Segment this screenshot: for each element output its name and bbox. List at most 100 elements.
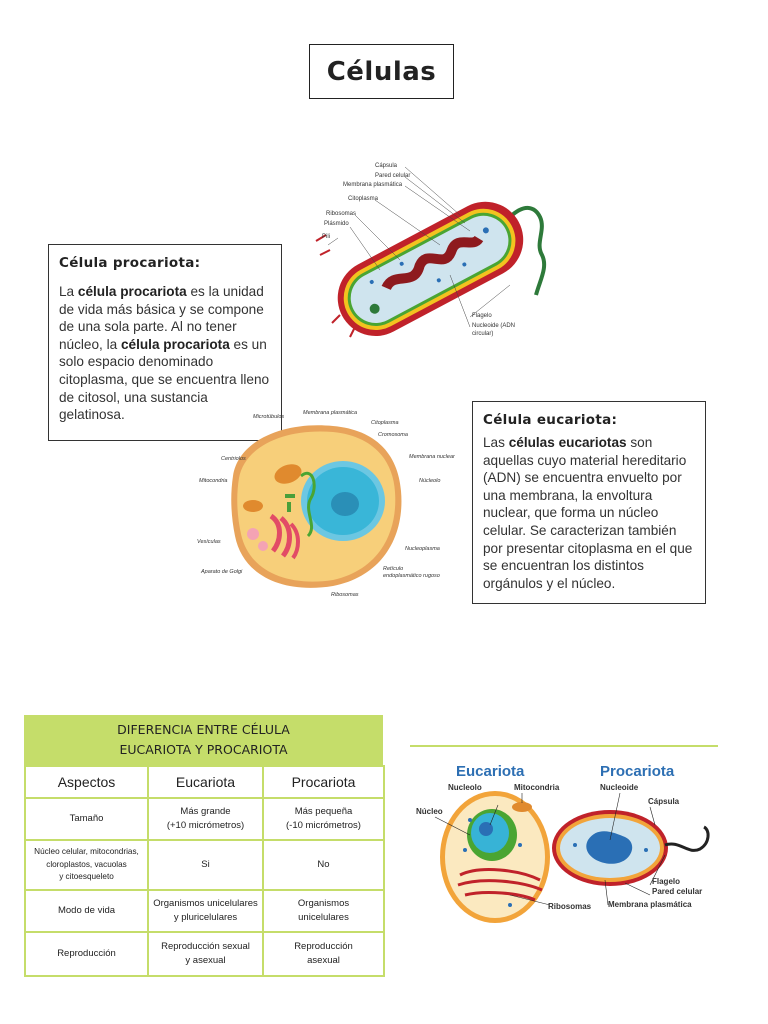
cell-comparison-illustration [410, 745, 718, 923]
text-run: es un solo espacio denominado citoplasma… [59, 336, 270, 423]
label-centriolos: Centriolos [221, 456, 246, 462]
label-nucleolo: Nucleolo [448, 783, 482, 792]
prokaryote-cell-illustration [315, 166, 547, 338]
label-nucleo: Núcleo [416, 807, 443, 816]
label-membrana-plasmatica: Membrana plasmática [343, 182, 403, 188]
cell-aspect: Reproducción [24, 931, 149, 977]
cell-text: Organismos [297, 898, 350, 909]
page-title: Células [326, 56, 437, 87]
label-reticulo-rugoso: endoplasmático rugoso [383, 573, 440, 579]
table-title-line-1: DIFERENCIA ENTRE CÉLULA [117, 722, 290, 737]
prokaryote-cell-diagram: Cápsula Pared celular Membrana plasmátic… [310, 155, 550, 350]
cell-text: Reproducción [294, 941, 353, 952]
comparison-table: DIFERENCIA ENTRE CÉLULA EUCARIOTA Y PROC… [24, 715, 385, 977]
label-capsula: Cápsula [375, 163, 398, 169]
label-microtubulos: Microtúbulos [253, 414, 285, 420]
label-mitocondria: Mitocondria [514, 783, 560, 792]
label-plasmido: Plásmido [324, 221, 349, 227]
eukaryote-cell-diagram: Microtúbulos Membrana plasmática Citopla… [193, 406, 455, 602]
label-aparato-golgi: Aparato de Golgi [201, 569, 243, 575]
table-header-row: Aspectos Eucariota Procariota [24, 765, 385, 799]
label-nucleoide: Nucleoide [600, 783, 639, 792]
page-title-box: Células [309, 44, 454, 99]
eukaryote-paragraph: Las células eucariotas son aquellas cuyo… [483, 434, 695, 592]
cell-text: (+10 micrómetros) [166, 820, 245, 831]
cell-text: cloroplastos, vacuolas [46, 859, 127, 869]
eucariota-title: Eucariota [456, 763, 525, 780]
bold-term: células eucariotas [508, 435, 627, 450]
cell-aspect: Modo de vida [24, 889, 149, 933]
label-pared-celular: Pared celular [652, 887, 703, 896]
label-reticulo: Retículo [383, 566, 404, 572]
cell-text: (-10 micrómetros) [286, 820, 361, 831]
table-row: Tamaño Más grande (+10 micrómetros) Más p… [24, 797, 385, 841]
label-nucleolo-euk: Núcleolo [419, 478, 441, 484]
label-pared-celular: Pared celular [375, 173, 411, 179]
label-flagelo: Flagelo [472, 313, 492, 319]
prokaryote-heading: Célula procariota: [59, 255, 201, 271]
eukaryote-heading: Célula eucariota: [483, 412, 618, 428]
text-run: son aquellas cuyo material hereditario (… [483, 435, 693, 591]
cell-text: y citoesqueleto [59, 872, 114, 882]
prokaryote-info-box: Célula procariota: La célula procariota … [48, 244, 282, 441]
label-vesiculas: Vesículas [197, 539, 221, 545]
cell-procariota: Organismos unicelulares [262, 889, 385, 933]
cell-comparison-diagram: Eucariota Procariota Nucleolo Mitocondri… [410, 745, 718, 935]
comparison-table-title: DIFERENCIA ENTRE CÉLULA EUCARIOTA Y PROC… [24, 715, 383, 765]
label-nucleoplasma: Nucleoplasma [405, 546, 440, 552]
label-nucleoide-circular: circular) [472, 331, 494, 337]
label-cromosoma: Cromosoma [378, 432, 408, 438]
cell-text: Modo de vida [57, 905, 116, 916]
procariota-title: Procariota [600, 763, 675, 780]
cell-text: Reproducción [57, 948, 116, 959]
cell-procariota: Más pequeña (-10 micrómetros) [262, 797, 385, 841]
text-run: es la unidad de vida más básica y se com… [59, 284, 264, 352]
label-citoplasma: Citoplasma [348, 196, 379, 202]
cell-aspect: Tamaño [24, 797, 149, 841]
label-ribosomas: Ribosomas [326, 211, 357, 217]
cell-text: Más grande [180, 806, 231, 817]
label-nucleoide: Nucleoide (ADN [472, 323, 516, 329]
cell-text: Núcleo celular, mitocondrias, [34, 847, 139, 857]
table-title-line-2: EUCARIOTA Y PROCARIOTA [119, 742, 288, 757]
column-header-procariota: Procariota [262, 765, 385, 799]
eukaryote-cell-illustration [231, 425, 402, 588]
cell-eucariota: Si [147, 839, 264, 891]
cell-text: y pluricelulares [173, 912, 238, 923]
cell-text: unicelulares [298, 912, 349, 923]
cell-procariota: No [262, 839, 385, 891]
cell-text: asexual [307, 955, 340, 966]
text-run: Las [483, 435, 509, 450]
text-run: La [59, 284, 78, 299]
prokaryote-paragraph: La célula procariota es la unidad de vid… [59, 283, 271, 424]
cell-aspect: Núcleo celular, mitocondrias, cloroplasto… [24, 839, 149, 891]
cell-eucariota: Más grande (+10 micrómetros) [147, 797, 264, 841]
cell-text: Más pequeña [294, 806, 353, 817]
column-header-aspectos: Aspectos [24, 765, 149, 799]
column-header-eucariota: Eucariota [147, 765, 264, 799]
label-membrana-nuclear: Membrana nuclear [409, 454, 455, 460]
cell-procariota: Reproducción asexual [262, 931, 385, 977]
cell-text: Reproducción sexual [161, 941, 250, 952]
label-flagelo: Flagelo [652, 877, 681, 886]
table-row: Núcleo celular, mitocondrias, cloroplasto… [24, 839, 385, 891]
label-citoplasma-euk: Citoplasma [371, 420, 399, 426]
bold-term: célula procariota [77, 284, 187, 299]
label-capsula: Cápsula [648, 797, 680, 806]
label-mitocondria-euk: Mitocondria [199, 478, 228, 484]
cell-text: Tamaño [69, 813, 104, 824]
cell-text: No [317, 859, 330, 870]
cell-text: Si [201, 859, 210, 870]
label-membrana-plasmatica-euk: Membrana plasmática [303, 410, 358, 416]
label-ribosomas: Ribosomas [548, 902, 592, 911]
label-membrana-plasmatica: Membrana plasmática [608, 900, 692, 909]
cell-text: Organismos unicelulares [153, 898, 258, 909]
cell-eucariota: Organismos unicelulares y pluricelulares [147, 889, 264, 933]
label-ribosomas-euk: Ribosomas [331, 592, 359, 598]
label-pili: Pili [322, 234, 331, 240]
eukaryote-info-box: Célula eucariota: Las células eucariotas… [472, 401, 706, 604]
bold-term: célula procariota [120, 336, 230, 352]
comparison-grid: Aspectos Eucariota Procariota Tamaño Más… [24, 765, 385, 977]
